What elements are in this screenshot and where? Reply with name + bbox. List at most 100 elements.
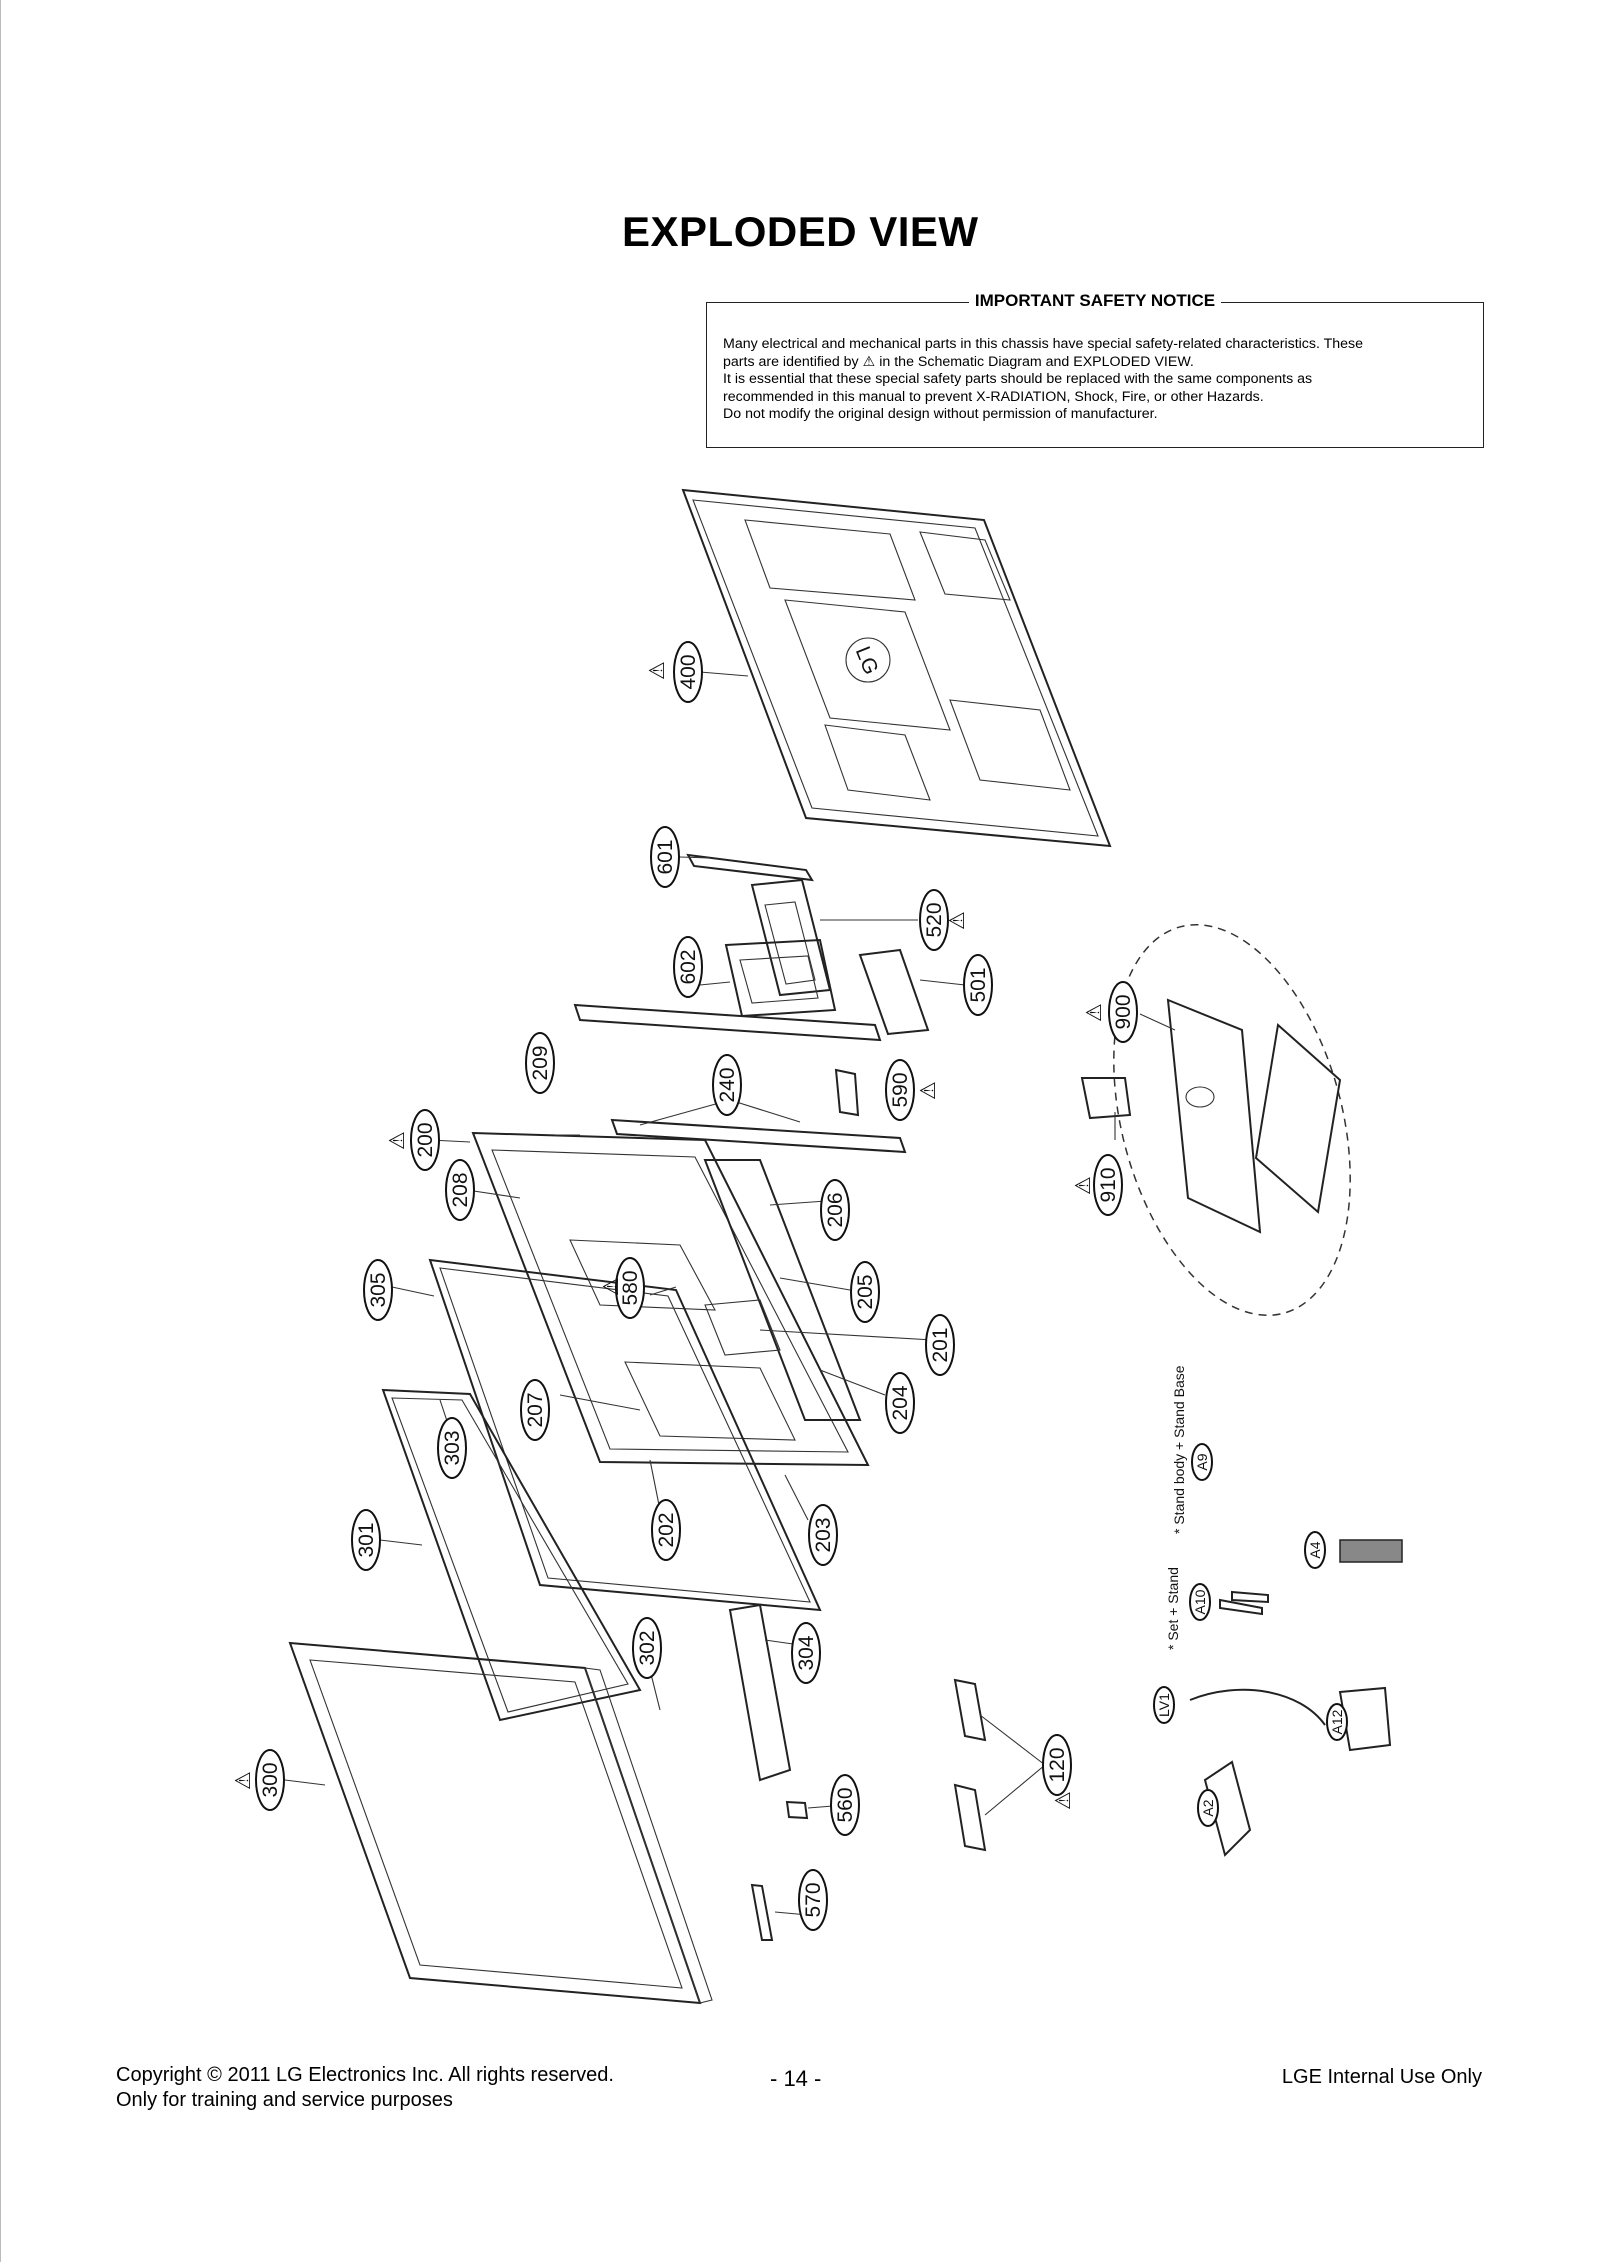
- callout-120: 120: [1042, 1734, 1072, 1796]
- svg-text:206: 206: [824, 1192, 847, 1227]
- notice-line: It is essential that these special safet…: [723, 371, 1313, 387]
- callout-601: 601: [650, 826, 680, 888]
- callout-208: 208: [445, 1159, 475, 1221]
- callout-400: 400: [673, 641, 703, 703]
- svg-text:900: 900: [1112, 994, 1135, 1029]
- gasket-inner: [439, 1267, 811, 1603]
- stand-body-note: * Stand body + Stand Base: [1171, 1365, 1187, 1534]
- notice-line: Many electrical and mechanical parts in …: [723, 336, 1364, 352]
- back-cover-part: LG: [681, 488, 1112, 848]
- callout-a9: A9: [1191, 1443, 1213, 1481]
- small-parts: [750, 1068, 1403, 1941]
- purpose-text: Only for training and service purposes: [116, 2089, 453, 2111]
- svg-text:⚠: ⚠: [1083, 1003, 1106, 1022]
- stand-parts: [1113, 923, 1351, 1317]
- svg-text:590: 590: [889, 1072, 912, 1107]
- svg-text:A12: A12: [1329, 1709, 1345, 1734]
- panel-part: [728, 1603, 792, 1782]
- svg-text:A2: A2: [1200, 1799, 1216, 1816]
- callout-910: 910: [1093, 1154, 1123, 1216]
- main-frame-part: [471, 1118, 907, 1467]
- notice-line: recommended in this manual to prevent X-…: [723, 388, 1264, 405]
- svg-text:303: 303: [441, 1430, 464, 1465]
- notice-line: parts are identified by ⚠ in the Schemat…: [723, 353, 1194, 370]
- svg-text:200: 200: [414, 1122, 437, 1157]
- safety-notice-heading: IMPORTANT SAFETY NOTICE: [968, 291, 1222, 310]
- svg-text:501: 501: [967, 967, 990, 1002]
- svg-text:601: 601: [654, 839, 677, 874]
- callout-301: 301: [351, 1509, 381, 1571]
- svg-text:910: 910: [1097, 1167, 1120, 1202]
- a4-block: [1339, 1539, 1403, 1563]
- warning-icon: ⚠: [646, 661, 669, 680]
- svg-text:A9: A9: [1194, 1453, 1210, 1470]
- warning-icon: ⚠: [1072, 1176, 1095, 1195]
- svg-text:203: 203: [812, 1517, 835, 1552]
- svg-text:520: 520: [923, 902, 946, 937]
- svg-text:570: 570: [802, 1882, 825, 1917]
- svg-text:A10: A10: [1192, 1589, 1208, 1614]
- svg-text:⚠: ⚠: [1052, 1791, 1075, 1810]
- callout-570: 570: [798, 1869, 828, 1931]
- panel-frame-part: [381, 1388, 642, 1722]
- callout-304: 304: [791, 1622, 821, 1684]
- svg-text:400: 400: [677, 654, 700, 689]
- svg-text:120: 120: [1046, 1747, 1069, 1782]
- notice-line: Do not modify the original design withou…: [723, 406, 1158, 422]
- page-number: - 14 -: [770, 2066, 822, 2091]
- lg-logo: LG: [851, 643, 883, 678]
- copyright-text: Copyright © 2011 LG Electronics Inc. All…: [116, 2064, 614, 2086]
- svg-text:208: 208: [449, 1172, 472, 1207]
- callout-205: 205: [850, 1261, 880, 1323]
- leader-lines: [284, 671, 1176, 1916]
- warning-icon: ⚠: [1083, 1003, 1106, 1022]
- callout-520: 520: [919, 889, 949, 951]
- panel-frame-inner: [391, 1397, 629, 1713]
- svg-text:⚠: ⚠: [232, 1771, 255, 1790]
- callout-501: 501: [963, 954, 993, 1016]
- svg-text:⚠: ⚠: [946, 911, 969, 930]
- warning-icon: ⚠: [386, 1131, 409, 1150]
- callout-a10: A10: [1189, 1583, 1211, 1621]
- callout-lv1: LV1: [1153, 1686, 1175, 1724]
- footer-copyright-block: Copyright © 2011 LG Electronics Inc. All…: [116, 2063, 614, 2113]
- callout-206: 206: [820, 1179, 850, 1241]
- svg-text:205: 205: [854, 1274, 877, 1309]
- svg-text:201: 201: [929, 1327, 952, 1362]
- gasket-part: [428, 1258, 822, 1612]
- svg-text:204: 204: [889, 1385, 912, 1420]
- svg-text:560: 560: [834, 1787, 857, 1822]
- svg-text:LV1: LV1: [1156, 1693, 1172, 1717]
- callout-300: 300: [255, 1749, 285, 1811]
- callout-900: 900: [1108, 981, 1138, 1043]
- svg-text:207: 207: [524, 1392, 547, 1427]
- callout-204: 204: [885, 1372, 915, 1434]
- callout-202: 202: [651, 1499, 681, 1561]
- callout-a4: A4: [1304, 1531, 1326, 1569]
- svg-text:301: 301: [355, 1522, 378, 1557]
- callout-602: 602: [673, 936, 703, 998]
- callout-305: 305: [363, 1259, 393, 1321]
- svg-text:300: 300: [259, 1762, 282, 1797]
- warning-icon: ⚠: [946, 911, 969, 930]
- callout-a2: A2: [1197, 1789, 1219, 1827]
- callout-302: 302: [632, 1617, 662, 1679]
- svg-text:⚠: ⚠: [386, 1131, 409, 1150]
- warning-icon: ⚠: [1052, 1791, 1075, 1810]
- callout-209: 209: [525, 1032, 555, 1094]
- callout-590: 590: [885, 1059, 915, 1121]
- svg-text:202: 202: [655, 1512, 678, 1547]
- callout-207: 207: [520, 1379, 550, 1441]
- svg-text:240: 240: [716, 1067, 739, 1102]
- svg-text:602: 602: [677, 949, 700, 984]
- set-stand-note: * Set + Stand: [1165, 1567, 1181, 1650]
- svg-text:⚠: ⚠: [600, 1277, 623, 1296]
- svg-text:305: 305: [367, 1272, 390, 1307]
- callout-580: 580: [615, 1257, 645, 1319]
- page-title: EXPLODED VIEW: [622, 208, 979, 255]
- callout-201: 201: [925, 1314, 955, 1376]
- svg-text:302: 302: [636, 1630, 659, 1665]
- callout-200: 200: [410, 1109, 440, 1171]
